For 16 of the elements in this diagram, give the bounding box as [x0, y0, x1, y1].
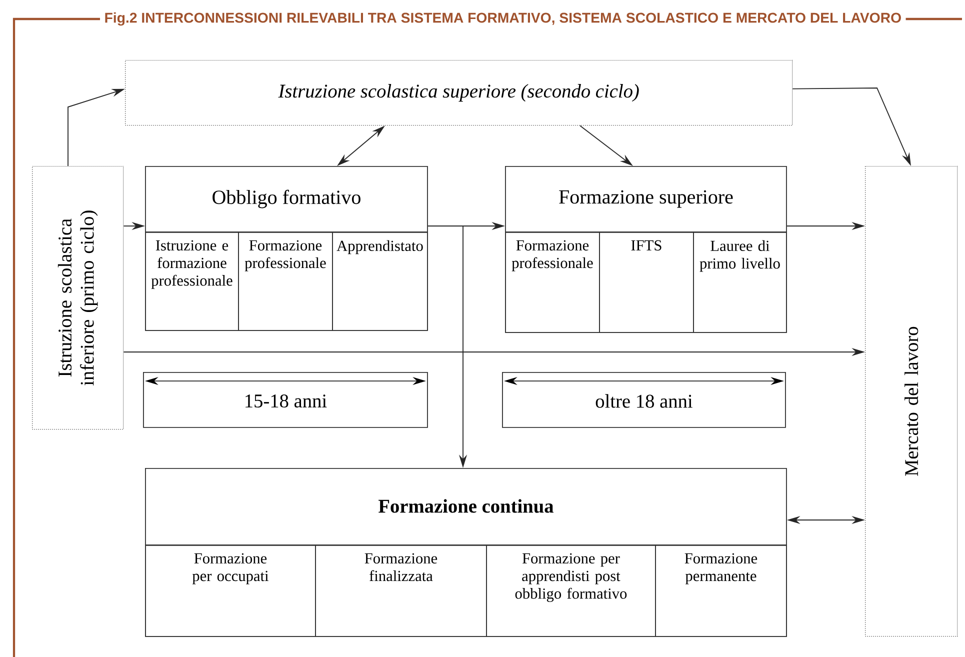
dotted-box: Istruzione scolastica superiore (secondo ciclo)	[125, 60, 793, 126]
age-range-box: oltre 18 anni	[502, 372, 786, 428]
table-cell: Formazione finalizzata	[315, 545, 487, 637]
table-cell: Formazione permanente	[655, 545, 787, 637]
table-cell: Istruzione e formazione professionale	[145, 232, 239, 331]
table-cell: Lauree di primo livello	[693, 232, 787, 333]
dotted-box: Istruzione scolastica inferiore (primo ciclo)	[32, 166, 124, 430]
dotted-box: Mercato del lavoro	[865, 166, 958, 637]
age-range-box: 15-18 anni	[143, 372, 428, 428]
title: Fig.2 INTERCONNESSIONI RILEVABILI TRA SISTEMA FORMATIVO, SISTEMA SCOLASTICO E MERCATO DEL LAVORO	[105, 12, 901, 26]
table-cell: Formazione per apprendisti post obbligo formativo	[486, 545, 656, 637]
table-cell: IFTS	[599, 232, 694, 333]
table-cell: Formazione per occupati	[145, 545, 316, 637]
table-cell: Formazione professionale	[238, 232, 333, 331]
table-cell: Apprendistato	[332, 232, 428, 331]
table-cell: Formazione professionale	[505, 232, 600, 333]
